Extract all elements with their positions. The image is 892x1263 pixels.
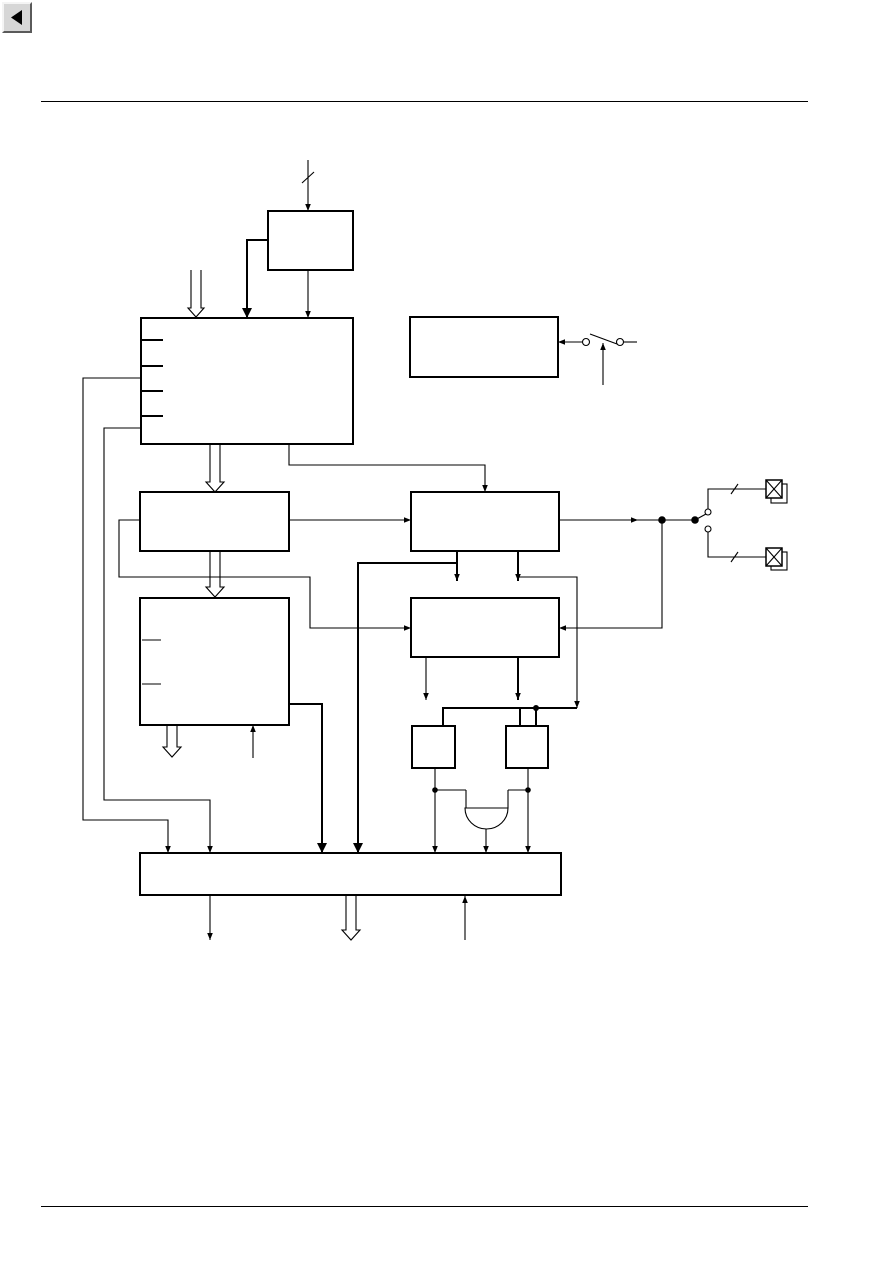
block-right-mid (410, 491, 560, 552)
speaker-icon (765, 547, 788, 571)
connections (82, 377, 694, 940)
block-right-top (409, 316, 559, 378)
block-bottom-bus (139, 852, 562, 896)
footer-rule (41, 1206, 808, 1207)
header-rule (41, 101, 808, 102)
output-switch (658, 483, 766, 563)
block-left-mid (139, 491, 290, 552)
top-input (242, 160, 315, 318)
block-main (140, 317, 354, 445)
port-lines (142, 339, 163, 685)
switch-input (558, 333, 637, 385)
junction-dots (432, 705, 539, 793)
block-right-low (410, 597, 560, 658)
block-top (267, 210, 354, 271)
blocks (139, 210, 562, 896)
back-button[interactable] (2, 2, 32, 33)
triangle-left-icon (11, 10, 22, 25)
speaker-icon (765, 479, 788, 504)
block-small-left (411, 725, 456, 769)
bus-arrows (161, 270, 362, 941)
block-left-low (139, 597, 290, 726)
block-small-right (505, 725, 549, 769)
